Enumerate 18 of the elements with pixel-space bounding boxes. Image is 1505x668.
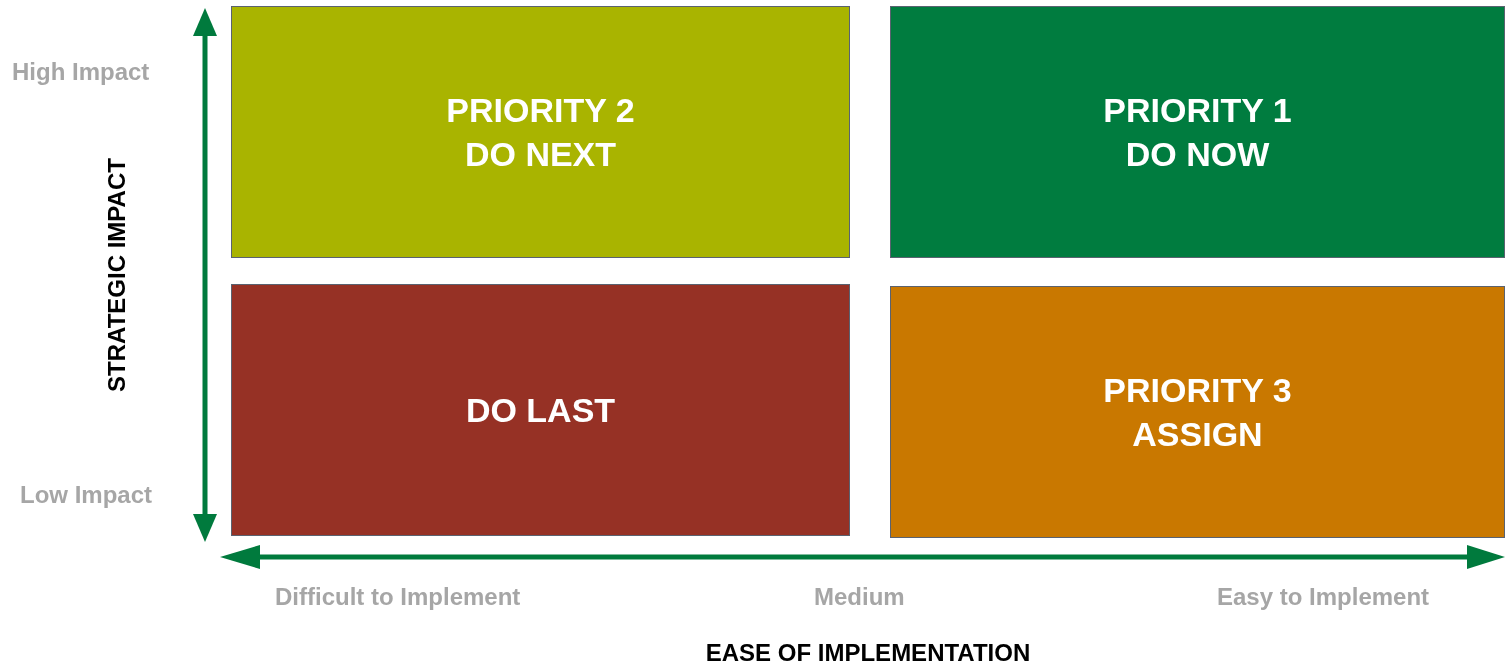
quadrant-label: PRIORITY 2: [446, 90, 635, 131]
quadrant-label: DO NOW: [1125, 134, 1270, 175]
axis-label: STRATEGIC IMPACT: [102, 158, 131, 392]
quadrant-label: ASSIGN: [1132, 414, 1263, 455]
quadrant-label: PRIORITY 1: [1103, 90, 1292, 131]
axis-label: Low Impact: [20, 480, 152, 510]
quadrant-box: [231, 284, 850, 536]
axis-label: Easy to Implement: [1217, 582, 1430, 612]
quadrant-label: DO NEXT: [464, 134, 617, 175]
axis-label: Medium: [814, 582, 905, 612]
quadrant-label: DO LAST: [465, 390, 616, 431]
quadrant-box: [890, 286, 1505, 538]
quadrant-label: PRIORITY 3: [1103, 370, 1292, 411]
quadrant-box: [890, 6, 1505, 258]
axis-label: High Impact: [12, 57, 150, 87]
quadrant-box: [231, 6, 850, 258]
axis-label: Difficult to Implement: [275, 582, 521, 612]
axis-label: EASE OF IMPLEMENTATION: [705, 638, 1031, 668]
